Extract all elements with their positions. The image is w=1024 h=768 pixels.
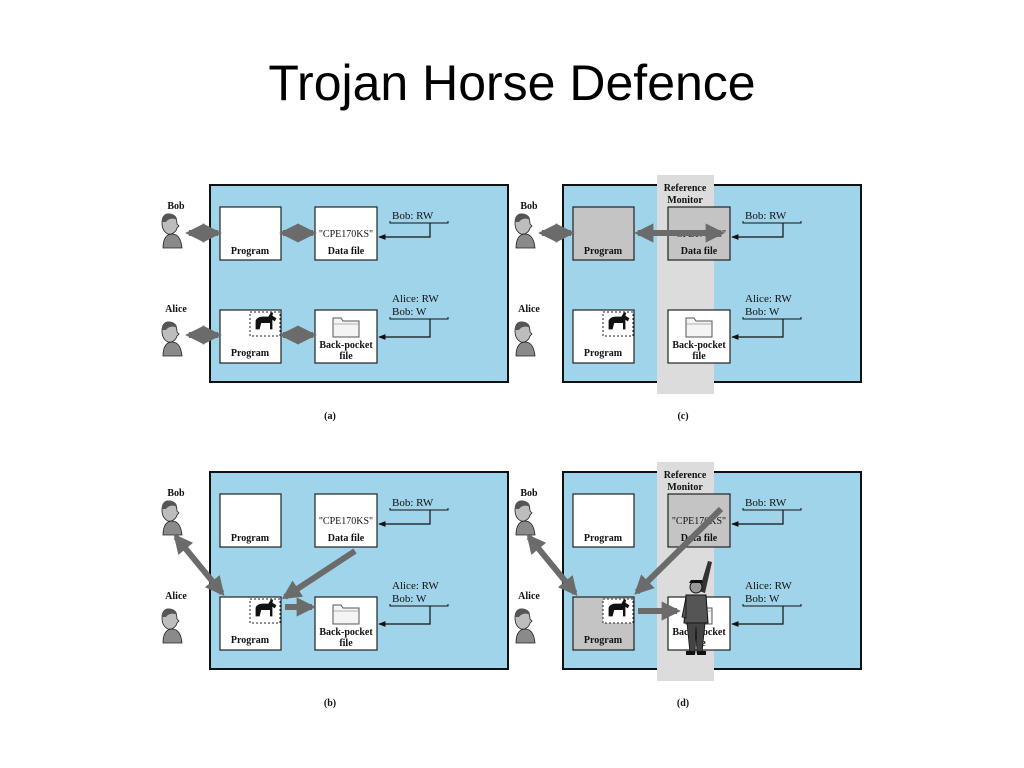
back-pocket-label: file [339, 351, 353, 362]
acl-bracket [389, 508, 449, 511]
reference-monitor-label: Reference [664, 470, 707, 481]
back-pocket-label: Back-pocket [672, 340, 726, 351]
alice-label: Alice [165, 304, 187, 315]
program-box-bob [572, 493, 635, 548]
acl-bracket [742, 604, 802, 607]
acl-pointer [378, 319, 431, 340]
acl-bracket [389, 221, 449, 224]
acl-entry: Bob: W [392, 593, 427, 605]
panel-caption: (b) [324, 698, 336, 709]
back-pocket-label: file [339, 638, 353, 649]
folder-icon [332, 604, 360, 625]
flow-arrow [173, 534, 225, 596]
alice-icon [161, 607, 183, 644]
panel-c: ReferenceMonitorBobAliceProgram"CPE170KS… [514, 175, 862, 422]
program-label: Program [584, 348, 623, 359]
bob-label: Bob [520, 488, 538, 499]
acl-entry: Bob: RW [392, 210, 434, 222]
alice-label: Alice [518, 591, 540, 602]
bob-icon [161, 499, 183, 536]
data-file [667, 493, 731, 548]
bob-icon [161, 212, 183, 249]
bob-icon [514, 212, 536, 249]
panel-caption: (c) [677, 411, 688, 422]
panel-caption: (a) [324, 411, 336, 422]
back-pocket-label: Back-pocket [319, 340, 373, 351]
acl-entry: Alice: RW [392, 293, 439, 305]
acl-pointer [378, 510, 431, 527]
trojan-region [602, 598, 634, 624]
folder-icon [685, 317, 713, 338]
data-file [314, 493, 378, 548]
folder-icon [332, 317, 360, 338]
panel-d: ReferenceMonitorBobAliceProgram"CPE170KS… [514, 462, 862, 709]
slide-title: Trojan Horse Defence [268, 55, 756, 111]
acl-entry: Bob: RW [745, 497, 787, 509]
reference-monitor-label: Monitor [667, 482, 703, 493]
program-label: Program [231, 533, 270, 544]
program-label: Program [231, 348, 270, 359]
acl-entry: Bob: W [392, 306, 427, 318]
bob-icon [514, 499, 536, 536]
acl-entry: Bob: W [745, 306, 780, 318]
data-file-content: "CPE170KS" [672, 516, 726, 527]
data-file-label: Data file [681, 533, 718, 544]
alice-icon [514, 607, 536, 644]
data-file-label: Data file [681, 246, 718, 257]
alice-label: Alice [518, 304, 540, 315]
acl-pointer [731, 319, 784, 340]
alice-icon [161, 320, 183, 357]
acl-pointer [378, 606, 431, 627]
program-box-bob [219, 206, 282, 261]
acl-entry: Alice: RW [745, 580, 792, 592]
data-file-label: Data file [328, 533, 365, 544]
alice-label: Alice [165, 591, 187, 602]
data-file-content: "CPE170KS" [319, 229, 373, 240]
acl-entry: Bob: RW [392, 497, 434, 509]
flow-arrow [634, 506, 724, 595]
program-label: Program [584, 246, 623, 257]
acl-pointer [731, 606, 784, 627]
back-pocket-label: Back-pocket [319, 627, 373, 638]
back-pocket-label: file [692, 351, 706, 362]
acl-pointer [731, 223, 784, 240]
acl-bracket [389, 604, 449, 607]
acl-entry: Alice: RW [392, 580, 439, 592]
reference-monitor-label: Reference [664, 183, 707, 194]
program-label: Program [584, 533, 623, 544]
acl-bracket [742, 221, 802, 224]
program-label: Program [231, 635, 270, 646]
reference-monitor-label: Monitor [667, 195, 703, 206]
program-box-bob [219, 493, 282, 548]
flow-arrow [281, 548, 357, 600]
trojan-region [249, 598, 281, 624]
bob-label: Bob [167, 488, 185, 499]
acl-entry: Bob: W [745, 593, 780, 605]
alice-icon [514, 320, 536, 357]
data-file [314, 206, 378, 261]
program-box-bob [572, 206, 635, 261]
program-label: Program [231, 246, 270, 257]
bob-label: Bob [167, 201, 185, 212]
flow-arrow [526, 534, 578, 596]
acl-pointer [378, 223, 431, 240]
data-file-content: "CPE170KS" [319, 516, 373, 527]
data-file-label: Data file [328, 246, 365, 257]
trojan-region [602, 311, 634, 337]
acl-bracket [742, 317, 802, 320]
acl-entry: Alice: RW [745, 293, 792, 305]
program-label: Program [584, 635, 623, 646]
trojan-region [249, 311, 281, 337]
acl-bracket [742, 508, 802, 511]
acl-bracket [389, 317, 449, 320]
acl-entry: Bob: RW [745, 210, 787, 222]
acl-pointer [731, 510, 784, 527]
panel-caption: (d) [677, 698, 689, 709]
bob-label: Bob [520, 201, 538, 212]
